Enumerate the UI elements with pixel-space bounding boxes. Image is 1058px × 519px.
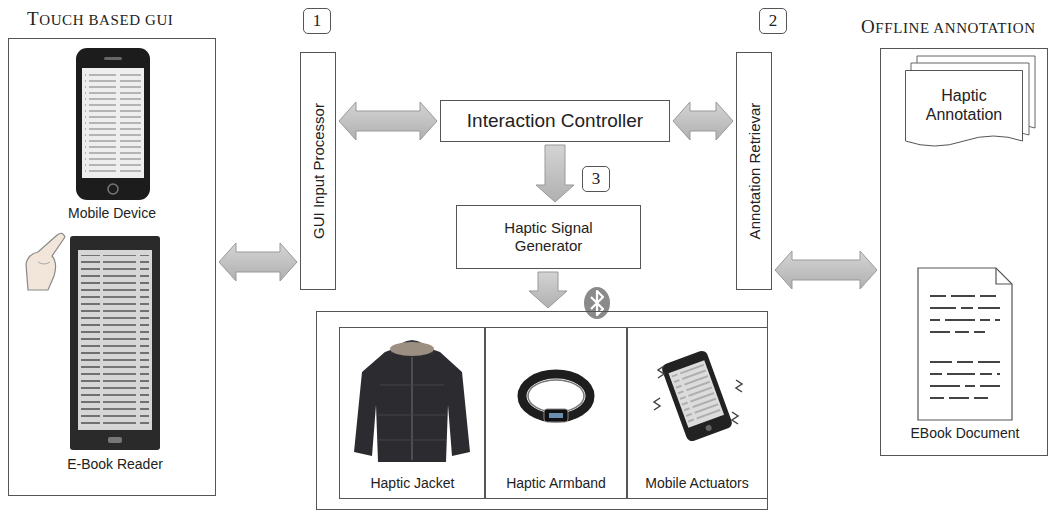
- armband-picture: [528, 380, 584, 412]
- jacket-picture: [378, 439, 446, 440]
- picture-caption: E-Book Reader: [25, 456, 205, 472]
- callout-number: 1: [303, 8, 331, 34]
- process-box: Interaction Controller: [440, 100, 670, 142]
- mobile-device-picture: [104, 57, 122, 60]
- device-label: Haptic Jacket: [340, 475, 485, 491]
- jacket-picture: [354, 346, 470, 462]
- actuator-phone-picture: [736, 380, 742, 392]
- device-label: Mobile Actuators: [627, 475, 767, 491]
- process-label: Interaction Controller: [467, 110, 643, 133]
- picture-caption: Mobile Device: [22, 205, 202, 221]
- ebook-document-picture: [918, 268, 1012, 420]
- mobile-device-picture: [85, 72, 141, 174]
- ebook-reader-picture: [78, 250, 152, 430]
- armband-picture: [522, 374, 590, 422]
- mobile-device-picture: [76, 48, 150, 200]
- process-label: Haptic Signal Generator: [489, 219, 609, 255]
- armband-picture: [544, 409, 568, 422]
- block-arrow: [536, 145, 574, 202]
- ebook-document-picture: [930, 385, 1000, 387]
- jacket-picture: [390, 342, 434, 356]
- actuator-phone-picture: [658, 366, 664, 378]
- ebook-document-picture: [930, 295, 1000, 297]
- picture-caption: EBook Document: [875, 425, 1055, 441]
- hand-picture: [26, 233, 65, 290]
- panel-heading: TOUCH BASED GUI: [27, 8, 173, 30]
- ebook-reader-picture: [70, 236, 160, 450]
- device-box: Haptic Armband: [484, 327, 628, 499]
- device-group: Haptic JacketHaptic ArmbandMobile Actuat…: [316, 311, 768, 510]
- actuator-phone-picture: [671, 364, 721, 424]
- actuator-phone-picture: [732, 412, 738, 424]
- jacket-picture: [380, 384, 444, 385]
- document-outline: [906, 71, 1023, 147]
- process-label: GUI Input Processor: [310, 103, 327, 239]
- bluetooth-symbol: [584, 287, 610, 319]
- ebook-document-picture: [930, 307, 1000, 309]
- process-label: Annotation Retrievar: [746, 103, 763, 240]
- ebook-reader-picture: [81, 255, 149, 425]
- process-box: Annotation Retrievar: [736, 52, 772, 290]
- ebook-document-picture: [930, 361, 1000, 363]
- mobile-device-picture: [76, 48, 150, 200]
- device-label: Haptic Armband: [485, 475, 627, 491]
- process-box: Haptic Signal Generator: [456, 205, 641, 269]
- ebook-document-picture: [930, 331, 985, 333]
- mobile-device-picture: [82, 68, 144, 178]
- device-box: Mobile Actuators: [626, 327, 768, 499]
- actuator-phone-picture: [654, 398, 660, 410]
- jacket-picture: [378, 414, 446, 415]
- callout-number: 2: [759, 8, 787, 34]
- actuator-phone-picture: [660, 349, 733, 442]
- mobile-device-picture: [108, 184, 118, 194]
- hand-picture: [38, 262, 50, 264]
- document-label: Haptic Annotation: [918, 86, 1010, 124]
- block-arrow: [775, 251, 877, 289]
- block-arrow: [219, 243, 297, 281]
- actuator-phone-picture: [660, 349, 733, 442]
- bluetooth-symbol: [584, 287, 610, 319]
- panel-frame: TOUCH BASED GUI: [8, 38, 216, 496]
- hand-picture: [26, 233, 65, 290]
- actuator-phone-picture: [669, 360, 725, 427]
- actuator-phone-picture: [654, 349, 742, 442]
- actuator-phone-picture: [705, 424, 713, 432]
- document-shape: Haptic Annotation: [905, 70, 1023, 150]
- callout-number: 3: [582, 166, 610, 192]
- device-box: Haptic Jacket: [339, 327, 486, 499]
- ebook-document-picture: [996, 268, 1012, 284]
- panel-frame: OFFLINE ANNOTATIONHaptic Annotation: [880, 48, 1048, 456]
- block-arrow: [673, 102, 733, 140]
- ebook-document-picture: [918, 268, 1012, 420]
- panel-heading: OFFLINE ANNOTATION: [861, 16, 1036, 38]
- jacket-picture: [354, 340, 470, 462]
- ebook-reader-picture: [108, 437, 122, 443]
- ebook-document-picture: [930, 397, 990, 399]
- armband-picture: [549, 413, 563, 418]
- ebook-document-picture: [930, 373, 1000, 375]
- block-arrow: [529, 272, 567, 308]
- jacket-picture: [411, 357, 413, 460]
- block-arrow: [339, 102, 437, 140]
- ebook-document-picture: [930, 319, 1000, 321]
- ebook-reader-picture: [70, 236, 160, 450]
- process-box: GUI Input Processor: [300, 52, 336, 290]
